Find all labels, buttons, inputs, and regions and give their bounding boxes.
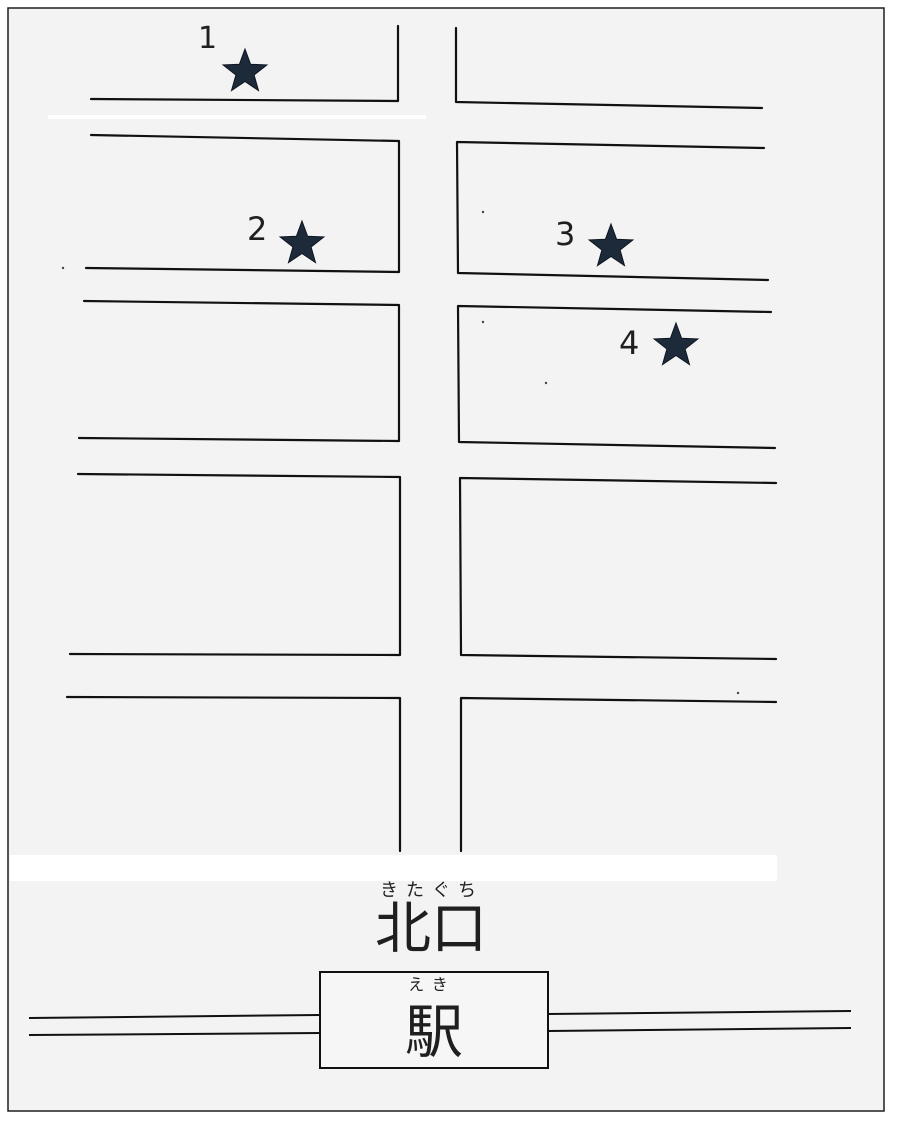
block-right-5 xyxy=(459,696,778,853)
exit-reading: きたぐち xyxy=(380,880,484,901)
block-left-3 xyxy=(77,299,401,443)
marker-number-1: 1 xyxy=(198,21,217,56)
blocks-left xyxy=(65,24,402,853)
exit-label: 北口 xyxy=(375,897,487,962)
block-left-1 xyxy=(89,24,400,103)
marker-4: 4 xyxy=(619,321,700,366)
specks xyxy=(61,210,740,695)
star-icon xyxy=(587,222,635,267)
marker-number-4: 4 xyxy=(619,324,639,362)
station-label: 駅 xyxy=(405,998,463,1066)
marker-2: 2 xyxy=(247,210,326,264)
track-right-upper xyxy=(547,1010,852,1015)
star-icon xyxy=(652,321,700,366)
block-left-2 xyxy=(84,133,401,274)
map-bottom-gap xyxy=(10,855,777,881)
star-icon xyxy=(221,47,269,92)
top-gap-line xyxy=(48,115,426,119)
station-box xyxy=(319,971,549,1069)
block-right-2 xyxy=(455,140,770,282)
block-right-4 xyxy=(458,476,778,661)
marker-1: 1 xyxy=(198,21,269,92)
track-left-upper xyxy=(28,1014,321,1019)
marker-number-2: 2 xyxy=(247,210,267,248)
block-right-1 xyxy=(454,26,764,110)
station-reading: えき xyxy=(408,975,456,994)
block-left-4 xyxy=(68,472,402,657)
track-right-lower xyxy=(547,1027,852,1032)
blocks-right xyxy=(454,26,778,853)
marker-3: 3 xyxy=(555,215,635,267)
track-left-lower xyxy=(28,1032,321,1036)
block-right-3 xyxy=(456,304,777,450)
star-icon xyxy=(278,219,326,264)
map-frame xyxy=(7,7,885,1112)
block-left-5 xyxy=(65,695,402,853)
marker-number-3: 3 xyxy=(555,215,575,253)
railway-tracks xyxy=(28,1010,852,1036)
